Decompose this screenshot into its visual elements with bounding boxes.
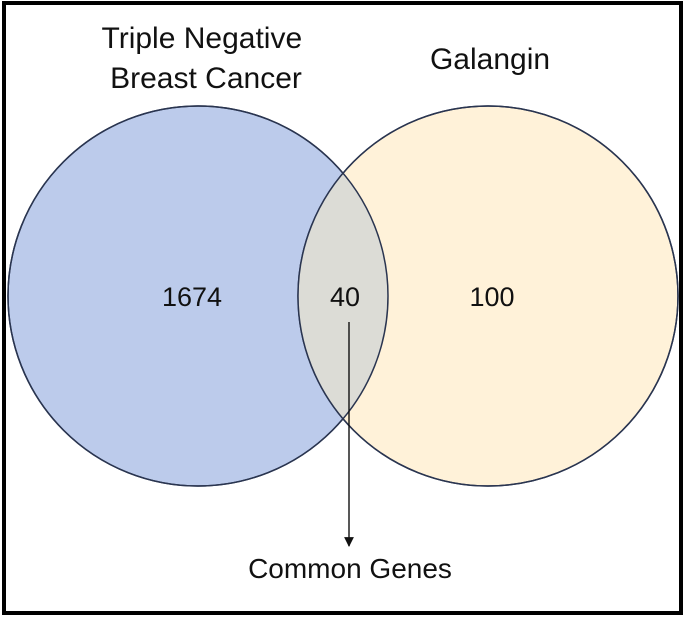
set-label-triple-negative-breast-cancer: Triple Negative Breast Cancer	[102, 22, 311, 95]
venn-outline-left	[7, 105, 389, 487]
count-galangin-only: 100	[469, 282, 514, 312]
count-common: 40	[330, 282, 360, 312]
set-label-line-2: Breast Cancer	[110, 62, 302, 95]
count-triple-negative-breast-cancer-only: 1674	[162, 282, 222, 312]
set-label-galangin: Galangin	[430, 43, 550, 76]
common-genes-label: Common Genes	[248, 553, 452, 584]
venn-outline-right	[297, 105, 679, 487]
set-label-line-1: Triple Negative	[102, 22, 303, 55]
